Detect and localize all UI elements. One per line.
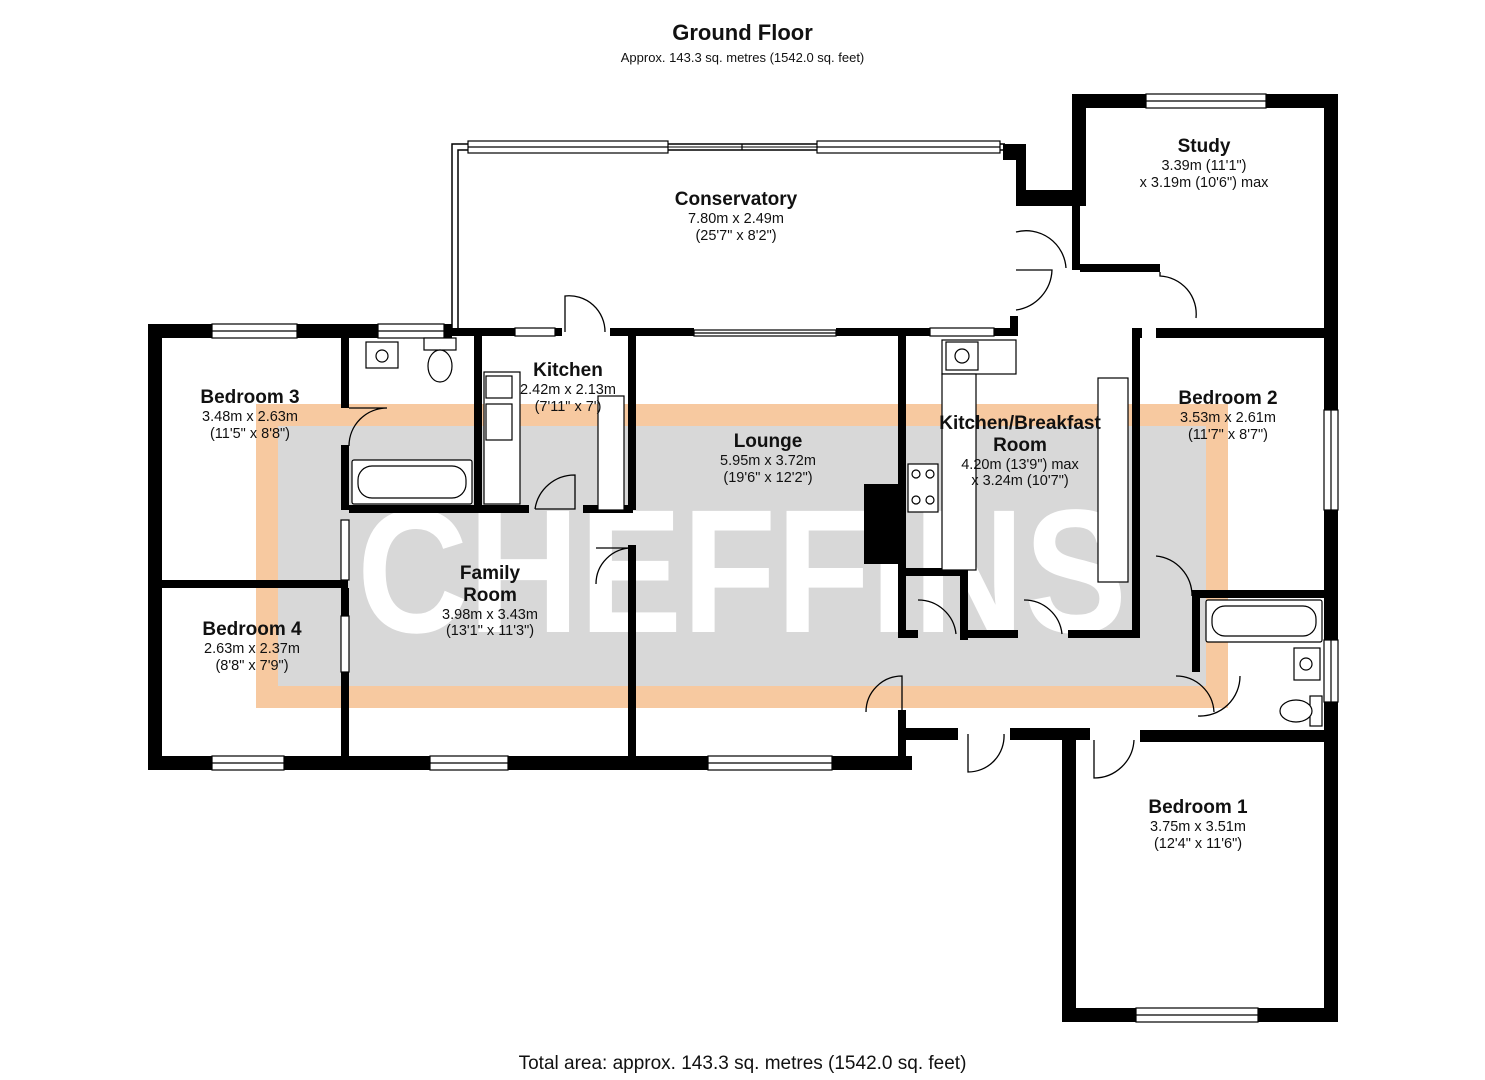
total-area: Total area: approx. 143.3 sq. metres (15… — [518, 1053, 967, 1074]
room-dimension: (11'7" x 8'7") — [1187, 426, 1269, 443]
room-label-kitchen: Kitchen 2.42m x 2.13m (7'11" x 7') — [520, 360, 616, 415]
windows — [211, 93, 1339, 1023]
room-dimension: (8'8" x 7'9") — [215, 657, 289, 674]
room-label-bedroom-4: Bedroom 4 2.63m x 2.37m (8'8" x 7'9") — [202, 619, 301, 674]
room-name: Kitchen/Breakfast — [939, 413, 1101, 434]
room-label-conservatory: Conservatory 7.80m x 2.49m (25'7" x 8'2"… — [675, 189, 798, 244]
room-dimension: 2.63m x 2.37m — [204, 640, 300, 657]
doors — [348, 230, 1241, 779]
room-dimension: (11'5" x 8'8") — [209, 425, 291, 442]
room-dimension: (19'6" x 12'2") — [723, 469, 813, 486]
floor-area-subtitle: Approx. 143.3 sq. metres (1542.0 sq. fee… — [620, 50, 865, 65]
room-label-study: Study 3.39m (11'1") x 3.19m (10'6") max — [1140, 136, 1269, 191]
wc-icon — [423, 337, 457, 351]
conservatory-windows — [467, 140, 1001, 154]
room-dimension: 3.53m x 2.61m — [1180, 409, 1276, 426]
ensuite-basin-icon — [1293, 647, 1321, 681]
room-name: Bedroom 4 — [202, 619, 302, 640]
room-name: Lounge — [733, 431, 803, 452]
watermark-border — [256, 404, 1228, 708]
room-name: Family — [459, 563, 521, 584]
room-label-family-room: Family Room 3.98m x 3.43m (13'1" x 11'3"… — [442, 563, 538, 640]
room-name: Bedroom 1 — [1148, 797, 1248, 818]
room-label-kitchen-breakfast-room: Kitchen/Breakfast Room 4.20m (13'9") max… — [939, 413, 1101, 490]
room-dimension: (25'7" x 8'2") — [695, 227, 777, 244]
room-dimension: 4.20m (13'9") max — [961, 456, 1079, 473]
room-dimension: 3.98m x 3.43m — [442, 606, 538, 623]
room-label-lounge: Lounge 5.95m x 3.72m (19'6" x 12'2") — [720, 431, 816, 486]
room-name-line-2: Room — [463, 584, 517, 606]
room-dimension: 5.95m x 3.72m — [720, 452, 816, 469]
room-dimension: (7'11" x 7') — [534, 398, 602, 415]
room-name: Bedroom 2 — [1178, 388, 1278, 409]
room-name-line-2: Room — [993, 434, 1047, 456]
room-dimension: x 3.24m (10'7") — [971, 473, 1069, 490]
room-label-bedroom-2: Bedroom 2 3.53m x 2.61m (11'7" x 8'7") — [1178, 388, 1277, 443]
room-name: Kitchen — [533, 360, 603, 381]
room-dimension: x 3.19m (10'6") max — [1139, 174, 1269, 191]
room-label-bedroom-3: Bedroom 3 3.48m x 2.63m (11'5" x 8'8") — [200, 387, 299, 442]
room-name: Conservatory — [674, 189, 798, 210]
room-dimension: 3.48m x 2.63m — [202, 408, 298, 425]
fixtures — [351, 337, 1323, 727]
room-dimension: 3.39m (11'1") — [1161, 157, 1247, 174]
room-dimension: 2.42m x 2.13m — [520, 381, 616, 398]
floor-title: Ground Floor — [672, 20, 813, 45]
room-dimension: (13'1" x 11'3") — [445, 623, 535, 640]
room-dimension: 7.80m x 2.49m — [688, 210, 784, 227]
room-dimension: 3.75m x 3.51m — [1150, 818, 1246, 835]
room-dimension: (12'4" x 11'6") — [1153, 835, 1243, 852]
room-name: Bedroom 3 — [200, 387, 300, 408]
room-label-bedroom-1: Bedroom 1 3.75m x 3.51m (12'4" x 11'6") — [1148, 797, 1247, 852]
sink-icon — [485, 375, 513, 399]
room-name: Study — [1177, 136, 1231, 157]
